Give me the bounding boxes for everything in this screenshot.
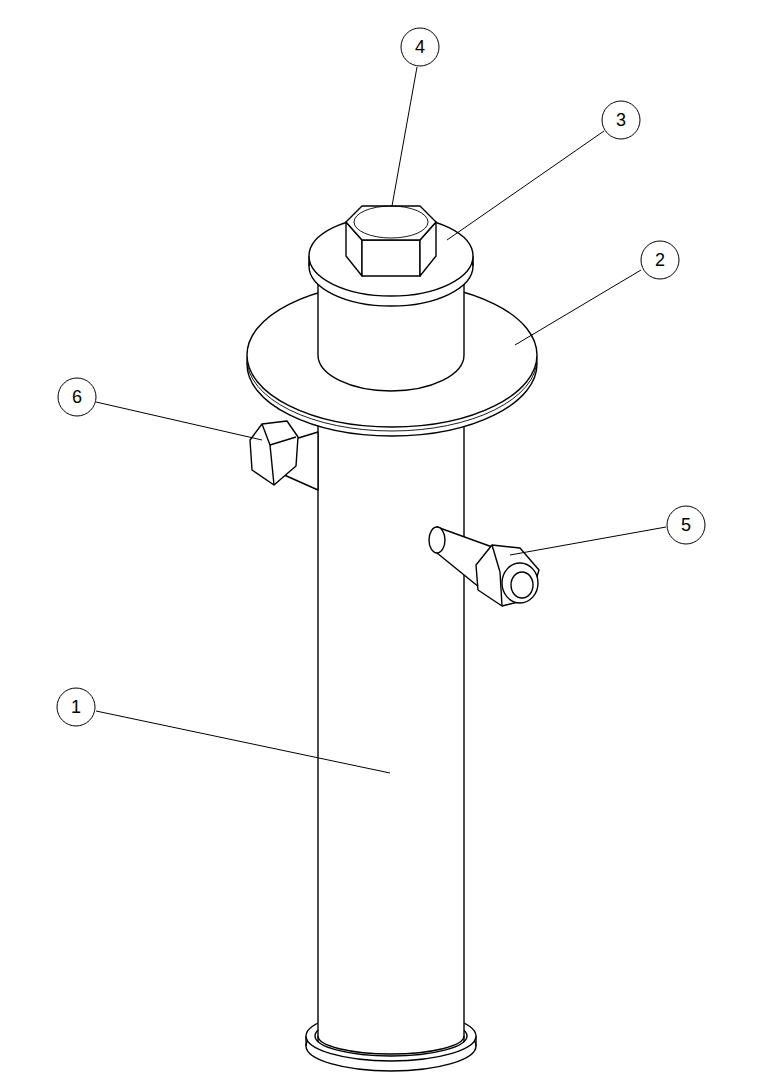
callout-number: 1 xyxy=(71,698,81,716)
callout-number: 4 xyxy=(415,38,425,56)
callout-number: 2 xyxy=(655,251,665,269)
leader-lines xyxy=(96,67,666,773)
callout-circles xyxy=(57,28,705,726)
hex-plug xyxy=(346,206,436,276)
tube-body xyxy=(318,400,464,1054)
callout-number: 5 xyxy=(681,516,691,534)
callout-number: 3 xyxy=(616,111,626,129)
callout-number: 6 xyxy=(72,388,82,406)
left-fitting xyxy=(250,421,318,490)
right-fitting xyxy=(429,527,539,606)
